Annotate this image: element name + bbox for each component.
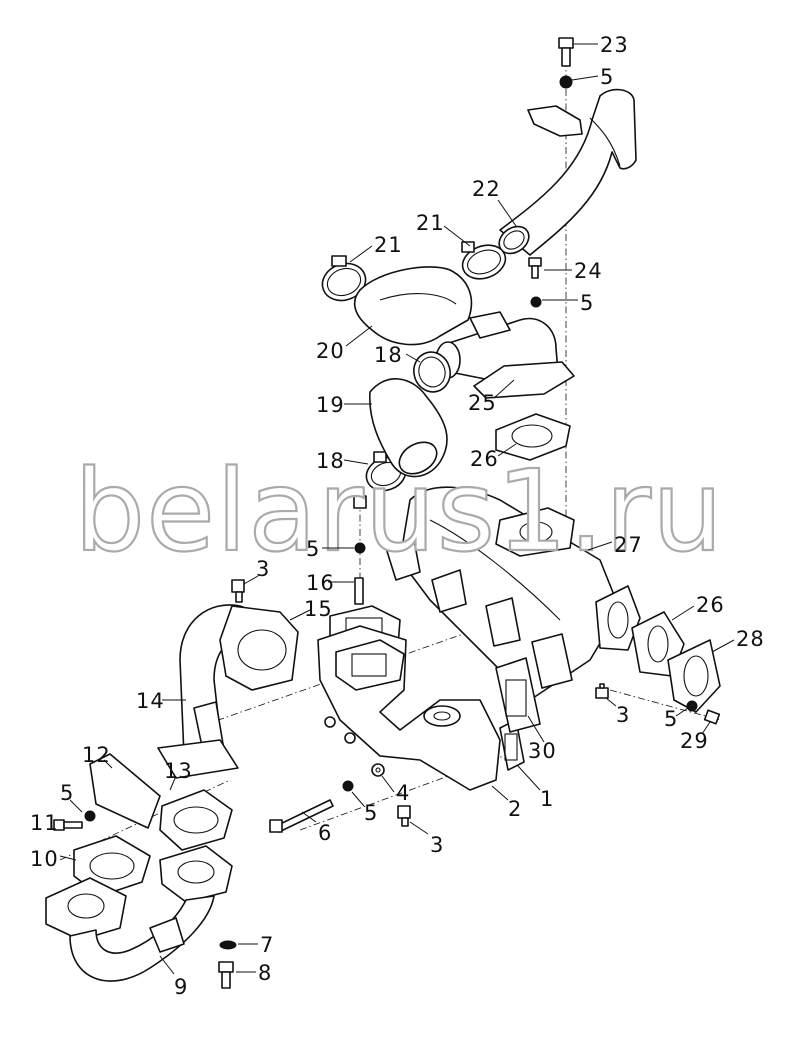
stud-6 [269, 799, 334, 833]
callout-10: 10 [30, 847, 59, 871]
hose-19 [369, 378, 448, 478]
bolt-23 [558, 37, 574, 89]
clamp-21-right [461, 241, 507, 280]
gasket-1 [499, 719, 525, 771]
callout-5: 5 [306, 537, 320, 561]
bolt-29 [686, 700, 721, 725]
callout-11: 11 [30, 811, 59, 835]
pipe-14 [157, 604, 299, 779]
gasket-30 [495, 657, 541, 733]
bolt-3-bottom [397, 805, 411, 827]
callout-2: 2 [508, 797, 522, 821]
bolt-3-left [231, 579, 245, 603]
callout-18: 18 [316, 449, 345, 473]
callout-9: 9 [174, 975, 188, 999]
callout-27: 27 [614, 533, 643, 557]
gasket-13 [159, 789, 233, 851]
callout-26: 26 [696, 593, 725, 617]
bolt-11 [53, 810, 96, 831]
washer-5-center [342, 780, 354, 792]
callout-8: 8 [258, 961, 272, 985]
pipe-9 [45, 845, 233, 982]
manifold-2 [317, 625, 501, 791]
callout-12: 12 [82, 743, 111, 767]
callout-3: 3 [616, 703, 630, 727]
bolt-24 [528, 257, 542, 308]
callout-23: 23 [600, 33, 629, 57]
callout-16: 16 [306, 571, 335, 595]
callout-5: 5 [60, 781, 74, 805]
callout-19: 19 [316, 393, 345, 417]
callout-5: 5 [664, 707, 678, 731]
bolt-8 [218, 961, 234, 989]
callout-22: 22 [472, 177, 501, 201]
callout-14: 14 [136, 689, 165, 713]
washer-7 [219, 940, 237, 950]
callout-7: 7 [260, 933, 274, 957]
callout-3: 3 [256, 557, 270, 581]
stud-16 [353, 495, 367, 605]
pipe-22 [498, 88, 637, 256]
callout-20: 20 [316, 339, 345, 363]
callout-6: 6 [318, 821, 332, 845]
manifold-27 [385, 486, 641, 701]
flange-28 [667, 639, 721, 713]
washer-4 [371, 763, 385, 777]
callout-5: 5 [580, 291, 594, 315]
callout-24: 24 [574, 259, 603, 283]
gasket-26-upper [495, 413, 571, 461]
callout-labels: 23 5 22 21 21 24 5 20 18 25 19 26 18 5 2… [30, 33, 765, 999]
callout-21: 21 [374, 233, 403, 257]
clamp-18-upper [413, 351, 451, 393]
callout-18: 18 [374, 343, 403, 367]
callout-3: 3 [430, 833, 444, 857]
callout-15: 15 [304, 597, 333, 621]
callout-25: 25 [468, 391, 497, 415]
callout-29: 29 [680, 729, 709, 753]
callout-26: 26 [470, 447, 499, 471]
callout-5: 5 [364, 801, 378, 825]
callout-4: 4 [396, 781, 410, 805]
callout-1: 1 [540, 787, 554, 811]
leader-lines [59, 43, 735, 975]
callout-30: 30 [528, 739, 557, 763]
callout-21: 21 [416, 211, 445, 235]
clamp-21-left [321, 255, 367, 302]
bolt-3-right [595, 683, 609, 699]
hose-20 [353, 266, 473, 346]
callout-5: 5 [600, 65, 614, 89]
watermark: belarus1.ru [74, 447, 724, 577]
callout-13: 13 [164, 759, 193, 783]
callout-28: 28 [736, 627, 765, 651]
plate-12 [89, 753, 161, 829]
